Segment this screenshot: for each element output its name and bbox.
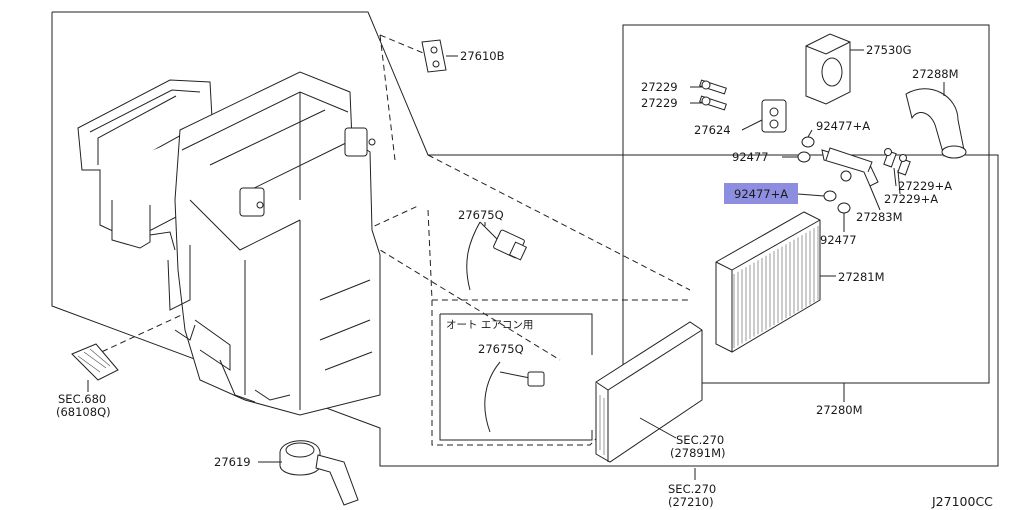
heater-blower-unit — [77, 71, 381, 416]
label-27281M[interactable]: 27281M — [838, 270, 885, 284]
label-sec680[interactable]: SEC.680 — [58, 392, 106, 406]
evaporator-kit-box — [622, 24, 990, 384]
label-92477A-highlighted[interactable]: 92477+A — [734, 187, 788, 201]
air-filter — [595, 321, 703, 463]
part-27624-valve — [761, 99, 787, 133]
label-27619[interactable]: 27619 — [214, 455, 251, 469]
label-27229-a[interactable]: 27229 — [641, 80, 678, 94]
label-92477A-top[interactable]: 92477+A — [816, 119, 870, 133]
part-27675Q-sensor-inset — [484, 361, 545, 433]
bolts-27229A — [883, 148, 911, 176]
sec680-bracket — [71, 343, 119, 381]
part-27610B-clip — [421, 39, 458, 73]
part-27530G-insulator — [805, 33, 851, 105]
part-27675Q-sensor — [466, 221, 528, 291]
label-92477-top[interactable]: 92477 — [732, 150, 769, 164]
o-rings — [797, 136, 851, 214]
label-92477-bottom[interactable]: 92477 — [820, 233, 857, 247]
label-sec270-filter[interactable]: SEC.270 — [676, 433, 724, 447]
bolts-27229 — [699, 79, 727, 111]
label-27280M[interactable]: 27280M — [816, 403, 863, 417]
label-sec270-filter-ref: (27891M) — [670, 446, 725, 460]
label-sec680-ref: (68108Q) — [56, 405, 111, 419]
label-27229A-a[interactable]: 27229+A — [898, 179, 952, 193]
evaporator-pipe — [821, 147, 879, 187]
label-sec270-unit-ref: (27210) — [668, 495, 714, 509]
label-27530G[interactable]: 27530G — [866, 43, 912, 57]
leader-lines — [87, 49, 945, 480]
label-27288M[interactable]: 27288M — [912, 67, 959, 81]
auto-aircon-inset-box — [440, 313, 593, 355]
label-27675Q-inset[interactable]: 27675Q — [478, 342, 524, 356]
highlight-box-92477A — [724, 183, 798, 204]
label-27624[interactable]: 27624 — [694, 123, 731, 137]
label-27229A-b[interactable]: 27229+A — [884, 192, 938, 206]
part-27619-drain-hose — [279, 440, 359, 506]
label-sec270-unit[interactable]: SEC.270 — [668, 482, 716, 496]
part-27288M-hose — [905, 88, 967, 159]
label-27675Q-top[interactable]: 27675Q — [458, 208, 504, 222]
label-27229-b[interactable]: 27229 — [641, 96, 678, 110]
label-inset-title: オート エアコン用 — [446, 319, 533, 331]
evaporator-core — [715, 211, 821, 353]
label-27283M[interactable]: 27283M — [856, 210, 903, 224]
main-boundary — [51, 11, 999, 467]
part-labels: 27610B 27530G 27288M 27229 27229 27624 9… — [56, 43, 993, 509]
label-27610B[interactable]: 27610B — [460, 49, 505, 63]
diagram-code: J27100CC — [931, 494, 993, 509]
